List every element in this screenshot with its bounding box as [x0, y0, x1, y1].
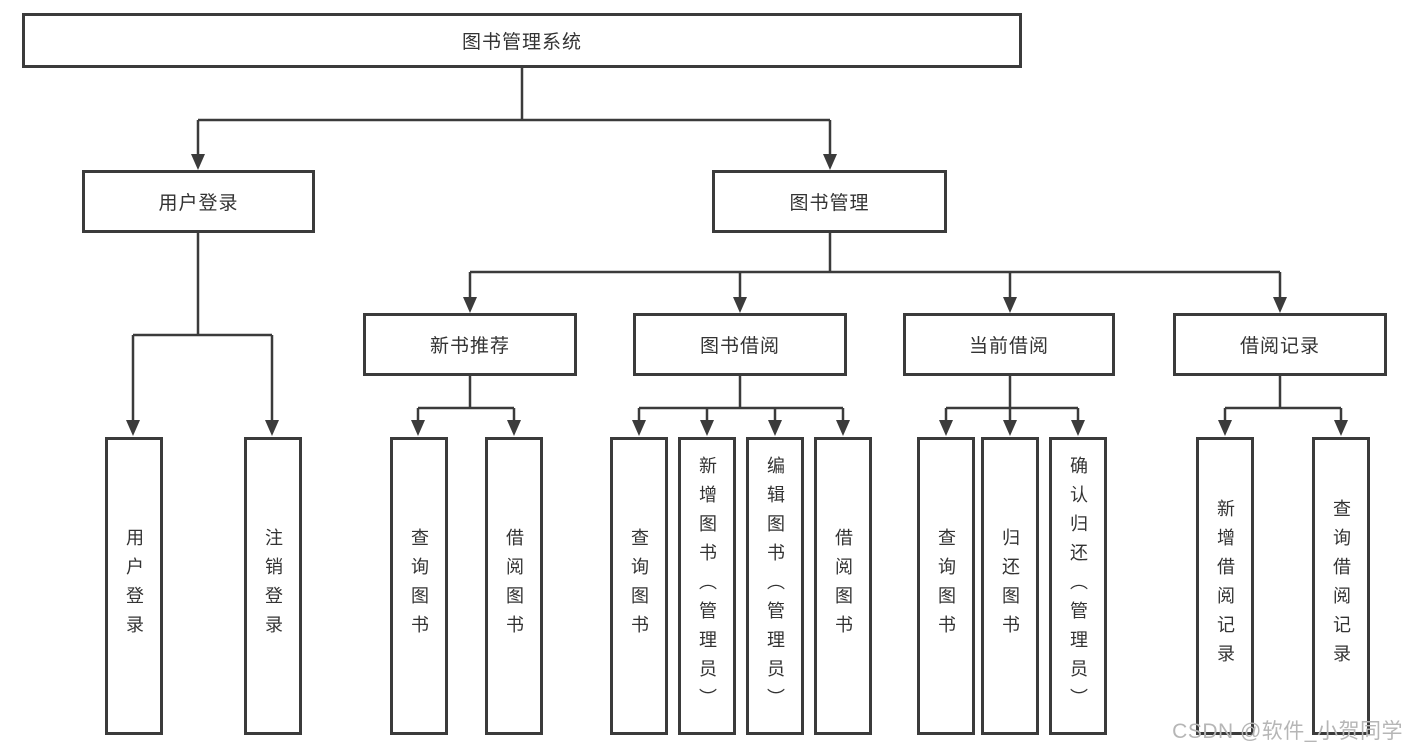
leaf-confirm-return-admin-label: 确认归还（管理员）: [1068, 455, 1088, 717]
leaf-return-books: 归还图书: [981, 437, 1039, 735]
connector-new-book-rec-children: [411, 376, 521, 436]
arrowhead-icon: [1273, 297, 1287, 313]
leaf-edit-books-admin: 编辑图书（管理员）: [746, 437, 804, 735]
arrowhead-icon: [1334, 420, 1348, 436]
node-current-borrow: 当前借阅: [903, 313, 1115, 376]
arrowhead-icon: [411, 420, 425, 436]
connector-user-login-children: [126, 233, 279, 436]
node-borrow-record-label: 借阅记录: [1239, 336, 1320, 357]
leaf-confirm-return-admin: 确认归还（管理员）: [1049, 437, 1107, 735]
arrowhead-icon: [265, 420, 279, 436]
arrowhead-icon: [1218, 420, 1232, 436]
leaf-return-books-label: 归还图书: [1000, 528, 1020, 644]
leaf-borrow-books-1: 借阅图书: [485, 437, 543, 735]
arrowhead-icon: [733, 297, 747, 313]
arrowhead-icon: [1003, 297, 1017, 313]
connector-current-borrow-children: [939, 376, 1085, 436]
node-book-mgmt-label: 图书管理: [789, 193, 870, 214]
arrowhead-icon: [1003, 420, 1017, 436]
connector-book-borrow-children: [632, 376, 850, 436]
node-user-login-label: 用户登录: [158, 193, 239, 214]
leaf-add-borrow-record: 新增借阅记录: [1196, 437, 1254, 735]
arrowhead-icon: [1071, 420, 1085, 436]
leaf-add-books-admin: 新增图书（管理员）: [678, 437, 736, 735]
leaf-user-login: 用户登录: [105, 437, 163, 735]
leaf-add-books-admin-label: 新增图书（管理员）: [697, 455, 717, 717]
leaf-borrow-books-1-label: 借阅图书: [504, 528, 524, 644]
node-current-borrow-label: 当前借阅: [968, 336, 1049, 357]
leaf-query-books-2-label: 查询图书: [629, 528, 649, 644]
leaf-query-borrow-record-label: 查询借阅记录: [1331, 499, 1351, 673]
leaf-logout-label: 注销登录: [263, 528, 283, 644]
arrowhead-icon: [700, 420, 714, 436]
connector-root-to-level2: [191, 68, 837, 170]
arrowhead-icon: [836, 420, 850, 436]
leaf-borrow-books-2: 借阅图书: [814, 437, 872, 735]
node-new-book-rec-label: 新书推荐: [429, 336, 510, 357]
arrowhead-icon: [632, 420, 646, 436]
node-book-mgmt: 图书管理: [712, 170, 947, 233]
connector-borrow-record-children: [1218, 376, 1348, 436]
arrowhead-icon: [126, 420, 140, 436]
leaf-query-books-1: 查询图书: [390, 437, 448, 735]
node-book-borrow: 图书借阅: [633, 313, 847, 376]
connector-book-mgmt-children: [463, 233, 1287, 313]
arrowhead-icon: [191, 154, 205, 170]
leaf-user-login-label: 用户登录: [124, 528, 144, 644]
arrowhead-icon: [939, 420, 953, 436]
node-new-book-rec: 新书推荐: [363, 313, 577, 376]
arrowhead-icon: [768, 420, 782, 436]
leaf-query-books-2: 查询图书: [610, 437, 668, 735]
leaf-add-borrow-record-label: 新增借阅记录: [1215, 499, 1235, 673]
arrowhead-icon: [507, 420, 521, 436]
leaf-query-books-3-label: 查询图书: [936, 528, 956, 644]
node-borrow-record: 借阅记录: [1173, 313, 1387, 376]
node-root-label: 图书管理系统: [461, 32, 582, 53]
node-book-borrow-label: 图书借阅: [699, 336, 780, 357]
leaf-logout: 注销登录: [244, 437, 302, 735]
leaf-query-books-1-label: 查询图书: [409, 528, 429, 644]
leaf-query-books-3: 查询图书: [917, 437, 975, 735]
leaf-borrow-books-2-label: 借阅图书: [833, 528, 853, 644]
node-root-system: 图书管理系统: [22, 13, 1022, 68]
leaf-edit-books-admin-label: 编辑图书（管理员）: [765, 455, 785, 717]
watermark: CSDN @软件_小贺同学: [1172, 720, 1403, 743]
arrowhead-icon: [823, 154, 837, 170]
leaf-query-borrow-record: 查询借阅记录: [1312, 437, 1370, 735]
arrowhead-icon: [463, 297, 477, 313]
node-user-login: 用户登录: [82, 170, 315, 233]
